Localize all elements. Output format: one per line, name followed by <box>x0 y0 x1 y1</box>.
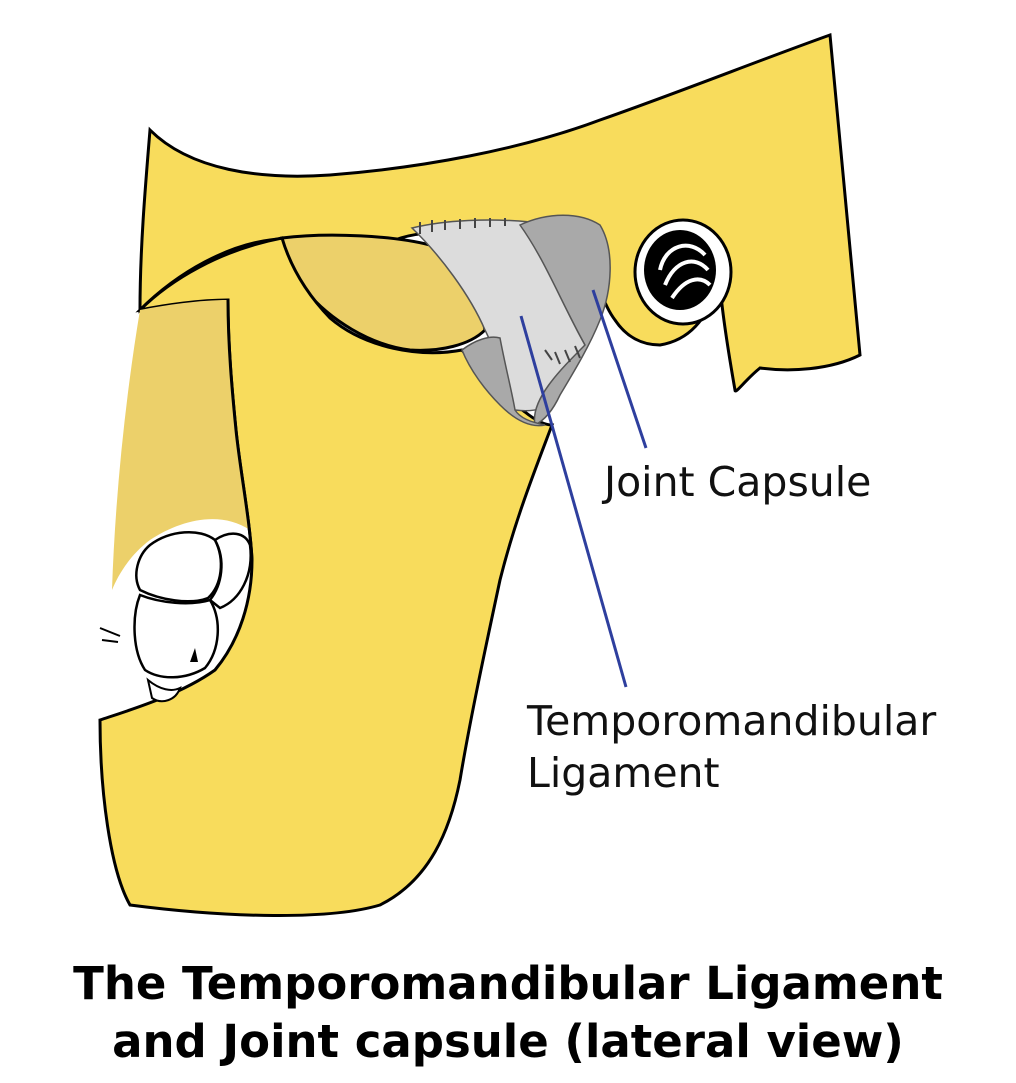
figure-caption: The Temporomandibular Ligament and Joint… <box>0 955 1016 1071</box>
mandible-shade <box>112 300 250 590</box>
ligament-leader-line <box>519 315 628 688</box>
joint-capsule-label: Joint Capsule <box>604 458 872 506</box>
capsule-lower <box>461 336 546 427</box>
external-auditory-meatus <box>633 218 733 326</box>
tmj-lateral-diagram <box>98 32 862 917</box>
ligament-label-line2: Ligament <box>527 749 720 797</box>
temporomandibular-ligament-label: Temporomandibular Ligament <box>527 695 936 799</box>
ramus-edge <box>226 299 254 561</box>
joint-capsule <box>518 214 611 427</box>
caption-line2: and Joint capsule (lateral view) <box>112 1015 904 1068</box>
teeth <box>99 530 252 703</box>
ligament-label-line1: Temporomandibular <box>527 697 937 745</box>
joint-capsule-leader-line <box>591 289 648 449</box>
ligament-fibers <box>419 218 581 365</box>
caption-line1: The Temporomandibular Ligament <box>73 957 943 1010</box>
